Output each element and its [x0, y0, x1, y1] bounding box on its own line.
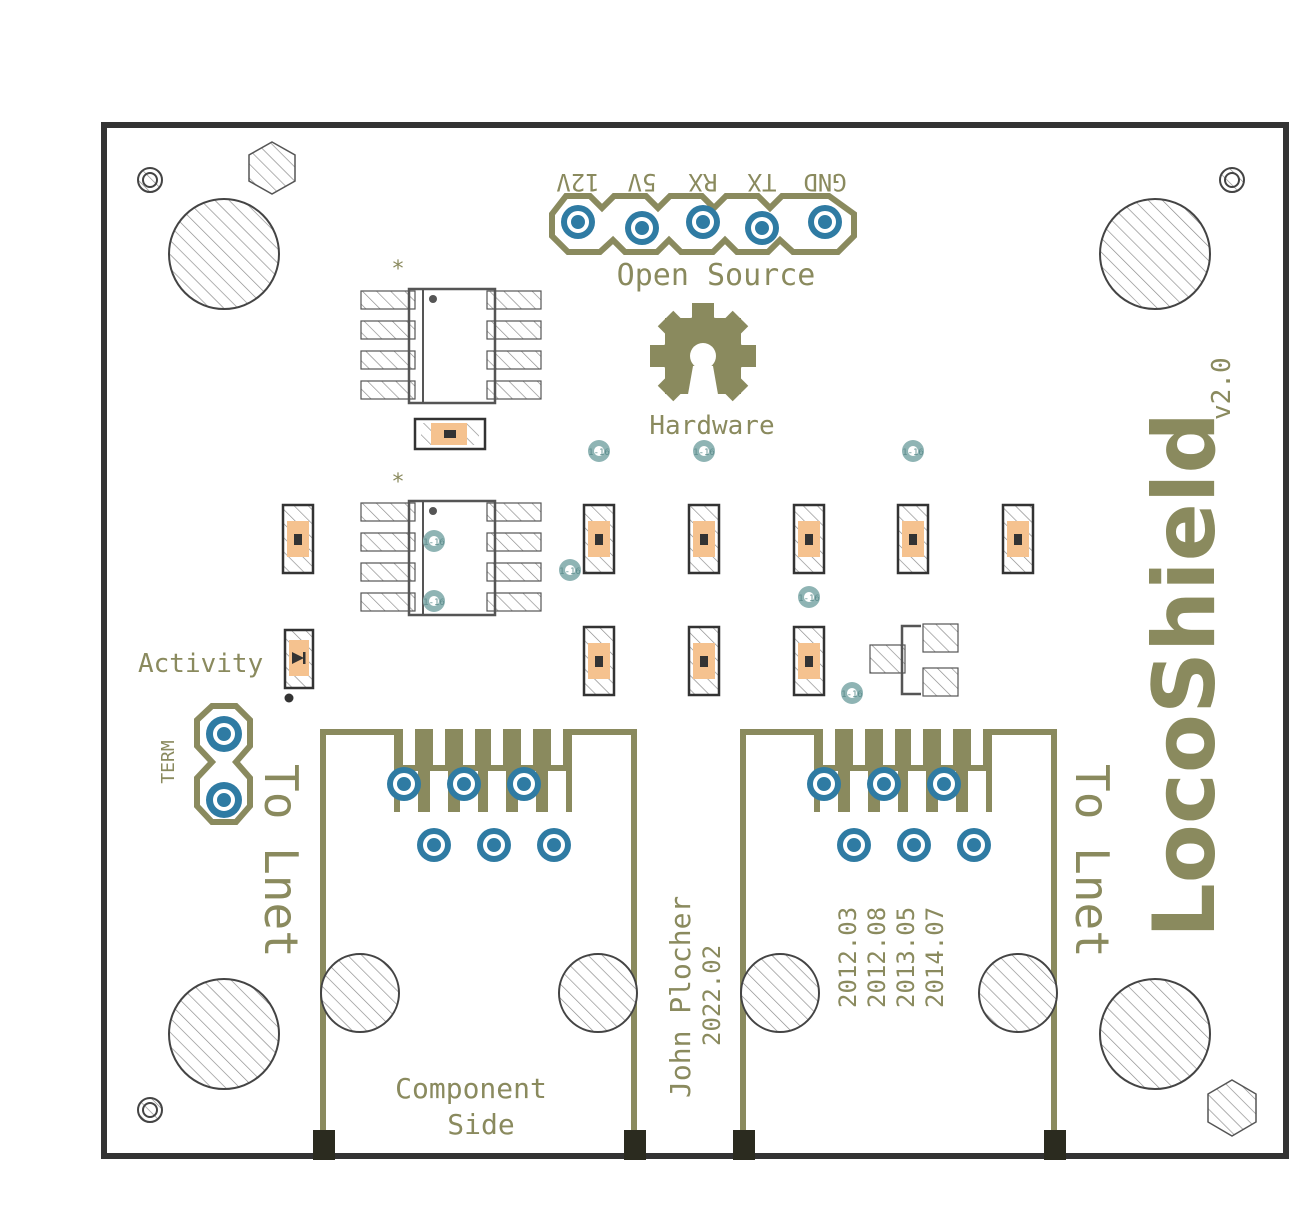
- rj-right-pin: [867, 767, 901, 801]
- svg-text:1-16: 1-16: [798, 594, 820, 604]
- smd-vertical-components: [281, 503, 1035, 697]
- revision-date: 2012.08: [863, 907, 891, 1008]
- rj-right-pin: [807, 767, 841, 801]
- board-title: LocoShield: [1135, 412, 1235, 938]
- svg-text:1-16: 1-16: [559, 567, 581, 577]
- smd-component: [582, 503, 616, 575]
- logo-open-source: Open Source: [617, 258, 816, 293]
- header-pin-label: TX: [747, 168, 776, 196]
- smd-component: [792, 503, 826, 575]
- header-pin-labels: 12V 5V RX TX GND: [556, 168, 846, 196]
- smd-component: [792, 625, 826, 697]
- svg-text:*: *: [391, 470, 404, 495]
- header-pin-gnd: [808, 205, 842, 239]
- rj-left-pin: [507, 767, 541, 801]
- vias: 1-16 1-16 1-16 1-16 1-16 1-16 1-16 1-16: [423, 440, 924, 704]
- board-version: v2.0: [1207, 357, 1237, 420]
- smd-component: [1001, 503, 1035, 575]
- large-mount-holes: [168, 198, 1211, 1090]
- via: 1-16: [902, 440, 924, 462]
- rj-left-pin: [447, 767, 481, 801]
- via: 1-16: [423, 530, 445, 552]
- revision-date: 2014.07: [921, 907, 949, 1008]
- to-lnet-right-label: To Lnet: [1065, 764, 1119, 958]
- via: 1-16: [693, 440, 715, 462]
- header-pin-label: GND: [803, 168, 846, 196]
- author-date: 2022.02: [698, 945, 726, 1046]
- to-lnet-left-label: To Lnet: [254, 764, 308, 958]
- header-pin-label: 5V: [628, 168, 657, 196]
- header-pin-5v: [625, 211, 659, 245]
- ic-u2: *: [360, 470, 542, 617]
- rj-left-pin: [417, 828, 451, 862]
- transistor-sot23: [869, 623, 959, 697]
- rj-left-pin: [537, 828, 571, 862]
- smd-component: [687, 503, 721, 575]
- small-mount-holes: [137, 167, 1245, 1123]
- rj45-connector-right: [733, 729, 1066, 1160]
- rj-right-pin: [957, 828, 991, 862]
- board-outline: [101, 122, 1289, 1159]
- svg-text:1-16: 1-16: [902, 448, 924, 458]
- rj-right-pin: [837, 828, 871, 862]
- smd-component: [896, 503, 930, 575]
- header-pin-label: 12V: [556, 168, 599, 196]
- svg-text:1-16: 1-16: [588, 448, 610, 458]
- revision-date: 2013.05: [892, 907, 920, 1008]
- smd-horizontal: [413, 417, 487, 451]
- smd-component: [582, 625, 616, 697]
- via: 1-16: [798, 586, 820, 608]
- svg-text:1-16: 1-16: [841, 690, 863, 700]
- term-label: TERM: [158, 740, 179, 784]
- header-pin-rx: [686, 205, 720, 239]
- via: 1-16: [559, 559, 581, 581]
- header-pins: [561, 205, 842, 245]
- header-outline: [549, 193, 857, 255]
- header-pin-12v: [561, 205, 595, 239]
- header-pin-label: RX: [688, 168, 717, 196]
- open-hardware-gear-icon: [650, 303, 756, 402]
- svg-text:1-16: 1-16: [423, 598, 445, 608]
- author-label: John Plocher: [664, 896, 697, 1098]
- smd-component: [687, 625, 721, 697]
- side-label: Side: [447, 1108, 514, 1141]
- activity-led: [283, 628, 315, 703]
- via: 1-16: [841, 682, 863, 704]
- rj-right-pin: [927, 767, 961, 801]
- ic-u1: *: [360, 257, 542, 405]
- rj45-connector-left: [313, 729, 646, 1160]
- rj-left-pin: [387, 767, 421, 801]
- revision-date: 2012.03: [834, 907, 862, 1008]
- logo-hardware: Hardware: [649, 411, 774, 441]
- via: 1-16: [588, 440, 610, 462]
- component-label: Component: [395, 1072, 547, 1105]
- via: 1-16: [423, 590, 445, 612]
- header-pin-tx: [745, 211, 779, 245]
- rj-right-pin: [897, 828, 931, 862]
- svg-text:1-16: 1-16: [423, 538, 445, 548]
- svg-text:1-16: 1-16: [693, 448, 715, 458]
- svg-text:*: *: [391, 257, 404, 282]
- smd-component: [281, 503, 315, 575]
- corner-hex-marks: [248, 141, 1257, 1137]
- term-jumper: [194, 703, 253, 825]
- rj-left-pin: [477, 828, 511, 862]
- activity-label: Activity: [138, 649, 263, 679]
